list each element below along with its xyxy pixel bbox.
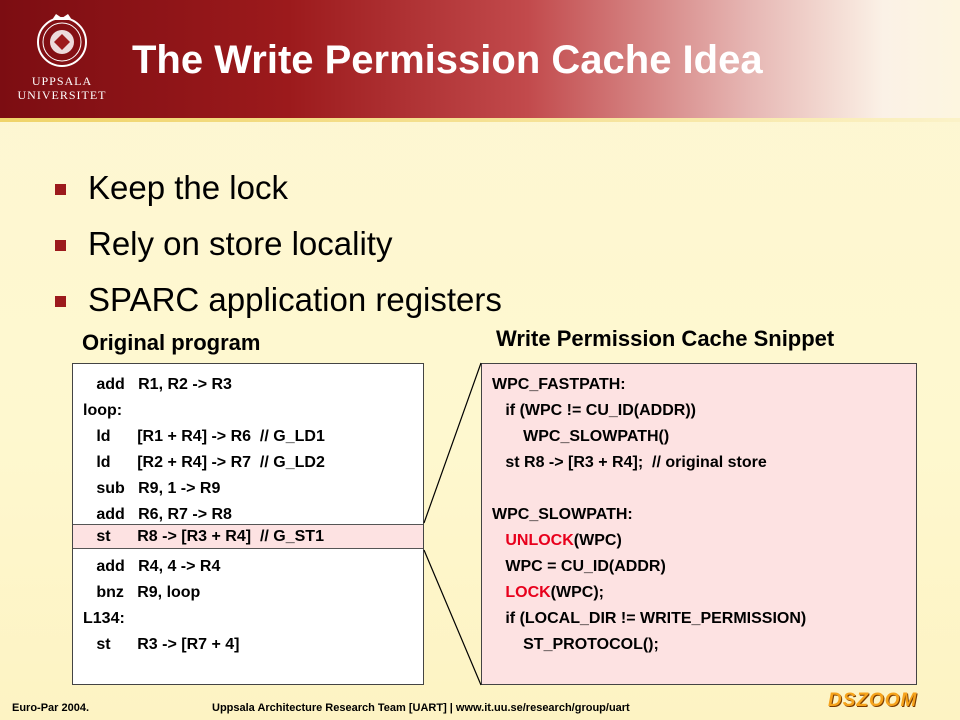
code-line: ld [R1 + R4] -> R6 // G_LD1 bbox=[83, 428, 325, 445]
snippet-line: if (WPC != CU_ID(ADDR)) bbox=[505, 402, 696, 419]
highlighted-store-band bbox=[73, 524, 423, 549]
snippet-line: WPC_FASTPATH: bbox=[492, 376, 626, 393]
code-line: loop: bbox=[83, 402, 123, 419]
snippet-line: if (LOCAL_DIR != WRITE_PERMISSION) bbox=[505, 610, 807, 627]
bullet-item: SPARC application registers bbox=[55, 272, 502, 328]
header-banner bbox=[0, 0, 960, 118]
header-accent-line bbox=[0, 118, 960, 122]
connector-top-line bbox=[423, 362, 482, 524]
bullet-text: SPARC application registers bbox=[88, 281, 502, 318]
bullet-item: Rely on store locality bbox=[55, 216, 502, 272]
square-bullet-icon bbox=[55, 295, 66, 307]
snippet-line: ST_PROTOCOL(); bbox=[523, 636, 659, 653]
footer-team-url: Uppsala Architecture Research Team [UART… bbox=[212, 702, 630, 714]
connector-bottom-line bbox=[423, 549, 482, 686]
snippet-line: WPC_SLOWPATH() bbox=[523, 428, 670, 445]
code-line: L134: bbox=[83, 610, 125, 627]
bullet-text: Rely on store locality bbox=[88, 225, 393, 262]
original-program-caption: Original program bbox=[82, 330, 261, 355]
university-seal-icon bbox=[37, 14, 87, 67]
original-program-box: add R1, R2 -> R3 loop: ld [R1 + R4] -> R… bbox=[72, 363, 424, 685]
logo-text-line-1: UPPSALA bbox=[31, 74, 93, 88]
slide-title: The Write Permission Cache Idea bbox=[132, 38, 763, 82]
unlock-keyword: UNLOCK bbox=[505, 532, 574, 549]
snippet-line: WPC = CU_ID(ADDR) bbox=[505, 558, 666, 575]
dszoom-logo: DSZOOM bbox=[828, 690, 918, 711]
code-line: bnz R9, loop bbox=[83, 584, 201, 601]
code-line-highlighted: st R8 -> [R3 + R4] // G_ST1 bbox=[83, 528, 324, 545]
snippet-line: LOCK(WPC); bbox=[505, 584, 604, 601]
square-bullet-icon bbox=[55, 183, 66, 195]
code-line: add R1, R2 -> R3 bbox=[83, 376, 232, 393]
bullet-item: Keep the lock bbox=[55, 160, 502, 216]
code-line: sub R9, 1 -> R9 bbox=[83, 480, 221, 497]
footer-conference: Euro-Par 2004. bbox=[12, 702, 90, 714]
lock-keyword: LOCK bbox=[505, 584, 551, 601]
bullet-list: Keep the lock Rely on store locality SPA… bbox=[55, 160, 502, 328]
wpc-snippet-box: WPC_FASTPATH: if (WPC != CU_ID(ADDR)) WP… bbox=[481, 363, 917, 685]
code-line: add R4, 4 -> R4 bbox=[83, 558, 221, 575]
code-line: ld [R2 + R4] -> R7 // G_LD2 bbox=[83, 454, 325, 471]
bullet-text: Keep the lock bbox=[88, 169, 288, 206]
snippet-line: WPC_SLOWPATH: bbox=[492, 506, 633, 523]
code-line: add R6, R7 -> R8 bbox=[83, 506, 232, 523]
square-bullet-icon bbox=[55, 239, 66, 251]
university-logo: UPPSALA UNIVERSITET bbox=[12, 12, 112, 112]
logo-text-line-2: UNIVERSITET bbox=[17, 88, 107, 102]
snippet-line: st R8 -> [R3 + R4]; // original store bbox=[505, 454, 767, 471]
snippet-line: UNLOCK(WPC) bbox=[505, 532, 622, 549]
code-line: st R3 -> [R7 + 4] bbox=[83, 636, 240, 653]
wpc-snippet-caption: Write Permission Cache Snippet bbox=[496, 326, 835, 351]
